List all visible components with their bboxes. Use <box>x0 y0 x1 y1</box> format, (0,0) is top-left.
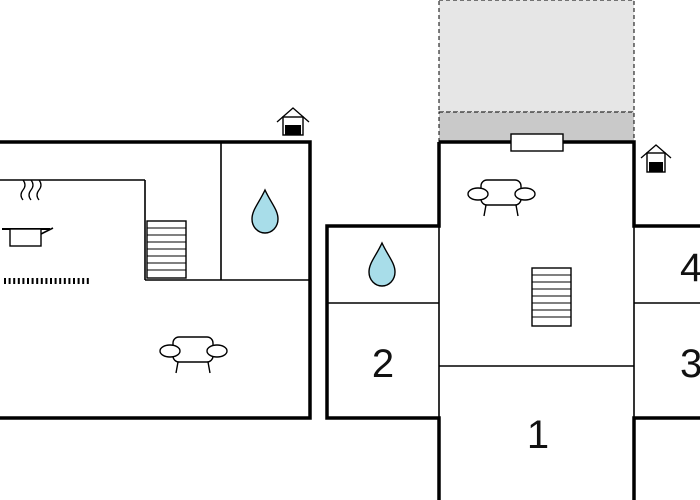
room-number-1: 1 <box>527 413 549 457</box>
sofa-icon <box>159 336 228 374</box>
room-number-2: 2 <box>372 342 394 386</box>
house-entrance-icon <box>276 107 310 136</box>
staircase-icon <box>146 220 187 279</box>
room-number-3: 3 <box>680 342 700 386</box>
room-number-4: 4 <box>680 246 700 290</box>
house-entrance-icon <box>640 144 672 173</box>
cooking-pot-icon <box>2 179 54 247</box>
left-building <box>0 107 312 420</box>
water-drop-icon <box>251 188 279 234</box>
window-icon <box>510 133 564 152</box>
sofa-icon <box>467 179 536 217</box>
staircase-icon <box>531 267 572 327</box>
terrace-area <box>438 0 635 113</box>
water-drop-icon <box>368 241 396 287</box>
right-building: 1 2 3 4 <box>325 0 700 500</box>
